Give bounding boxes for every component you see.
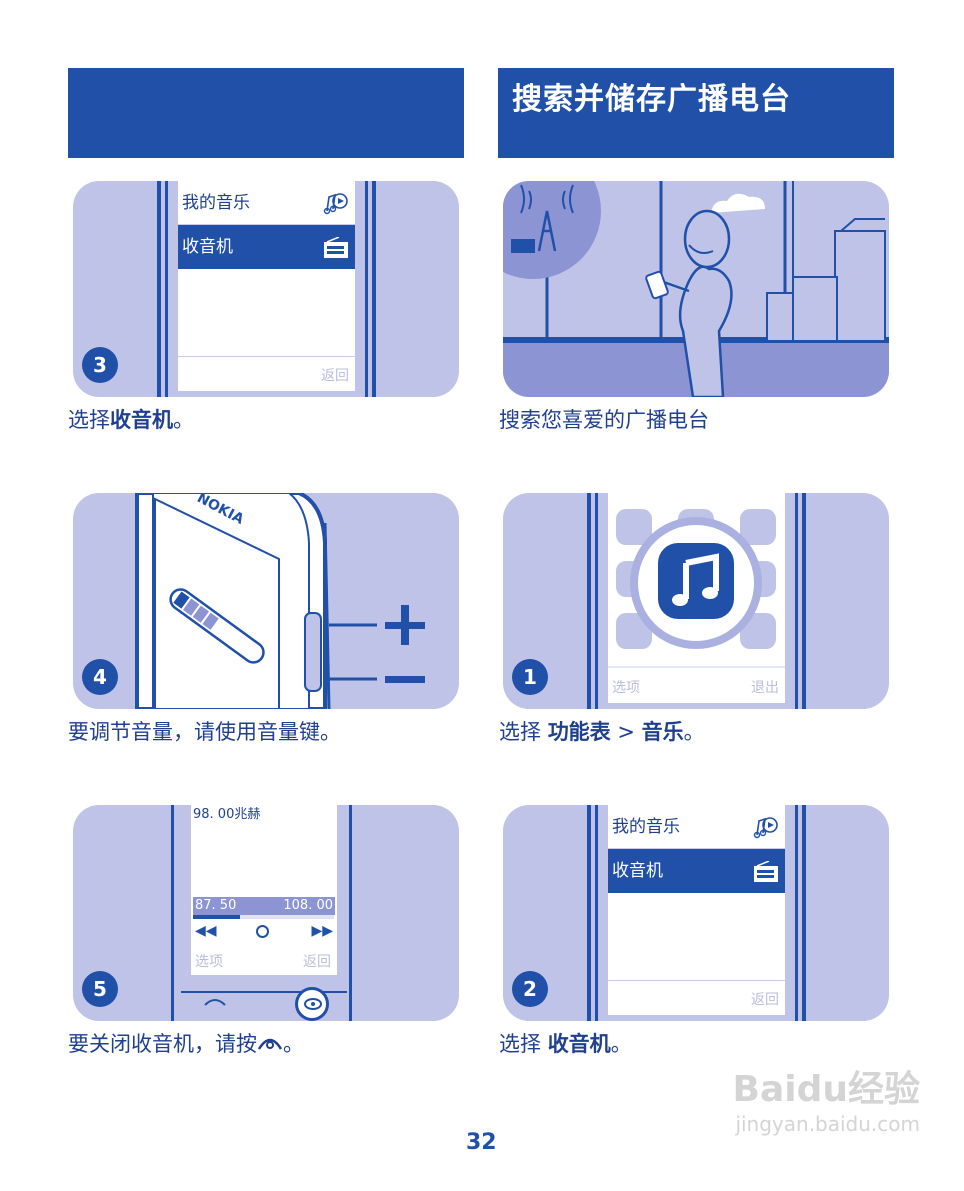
radio-icon (754, 861, 778, 882)
city-radio-illustration (503, 181, 889, 397)
panel-step-1: 选项 退出 1 (503, 493, 889, 709)
step-number: 3 (82, 347, 118, 383)
music-app-icon[interactable] (658, 543, 734, 619)
caption-intro: 搜索您喜爱的广播电台 (499, 408, 709, 432)
panel-step-3: 我的音乐 收音机 返回 3 (73, 181, 459, 397)
caption-step-1: 选择 功能表 > 音乐。 (499, 720, 705, 744)
step-number: 2 (512, 971, 548, 1007)
caption-step-3: 选择收音机。 (68, 408, 194, 432)
play-button[interactable] (256, 925, 269, 938)
panel-step-5: 98. 00兆赫 87. 50 108. 00 ◀◀ ▶▶ 选项 返回 5 (73, 805, 459, 1021)
watermark-url: jingyan.baidu.com (735, 1112, 920, 1136)
menu-item-my-music[interactable]: 我的音乐 (608, 805, 785, 849)
page-number: 32 (466, 1130, 497, 1155)
music-note-icon (753, 817, 778, 839)
seek-forward-button[interactable]: ▶▶ (311, 923, 333, 939)
caption-step-5: 要关闭收音机，请按。 (68, 1032, 304, 1056)
options-softkey[interactable]: 选项 (195, 954, 223, 970)
header-banner-right: 搜索并储存广播电台 (498, 68, 894, 158)
panel-intro-illustration (503, 181, 889, 397)
page-title: 搜索并储存广播电台 (512, 82, 791, 117)
step-number: 5 (82, 971, 118, 1007)
tuner-range: 87. 50 108. 00 (193, 897, 335, 915)
watermark-brand: Baidu经验 (732, 1069, 920, 1110)
step-number: 1 (512, 659, 548, 695)
panel-step-4: NOKIA 4 (73, 493, 459, 709)
tuner-indicator (193, 915, 334, 919)
caption-step-2: 选择 收音机。 (499, 1032, 632, 1056)
radio-icon (324, 237, 348, 258)
phone-volume-illustration (135, 493, 425, 709)
caption-step-4: 要调节音量，请使用音量键。 (68, 720, 341, 744)
keypad-divider (181, 991, 347, 993)
menu-item-my-music[interactable]: 我的音乐 (178, 181, 355, 225)
exit-softkey[interactable]: 退出 (751, 680, 779, 696)
music-note-icon (323, 193, 348, 215)
back-softkey[interactable]: 返回 (321, 368, 349, 384)
end-key-icon (304, 998, 322, 1010)
frequency-readout: 98. 00兆赫 (193, 807, 261, 822)
phone-screen: 98. 00兆赫 87. 50 108. 00 ◀◀ ▶▶ 选项 返回 (191, 805, 337, 975)
options-softkey[interactable]: 选项 (612, 680, 640, 696)
call-key-icon[interactable] (203, 997, 227, 1007)
phone-screen: 我的音乐 收音机 返回 (178, 181, 355, 391)
phone-screen: 我的音乐 收音机 返回 (608, 805, 785, 1015)
panel-step-2: 我的音乐 收音机 返回 2 (503, 805, 889, 1021)
header-banner-left (68, 68, 464, 158)
back-softkey[interactable]: 返回 (751, 992, 779, 1008)
step-number: 4 (82, 659, 118, 695)
watermark: Baidu经验 jingyan.baidu.com (680, 1060, 920, 1136)
phone-screen: 选项 退出 (608, 493, 785, 703)
back-softkey[interactable]: 返回 (303, 954, 331, 970)
end-key-icon (257, 1038, 283, 1050)
seek-back-button[interactable]: ◀◀ (195, 923, 217, 939)
